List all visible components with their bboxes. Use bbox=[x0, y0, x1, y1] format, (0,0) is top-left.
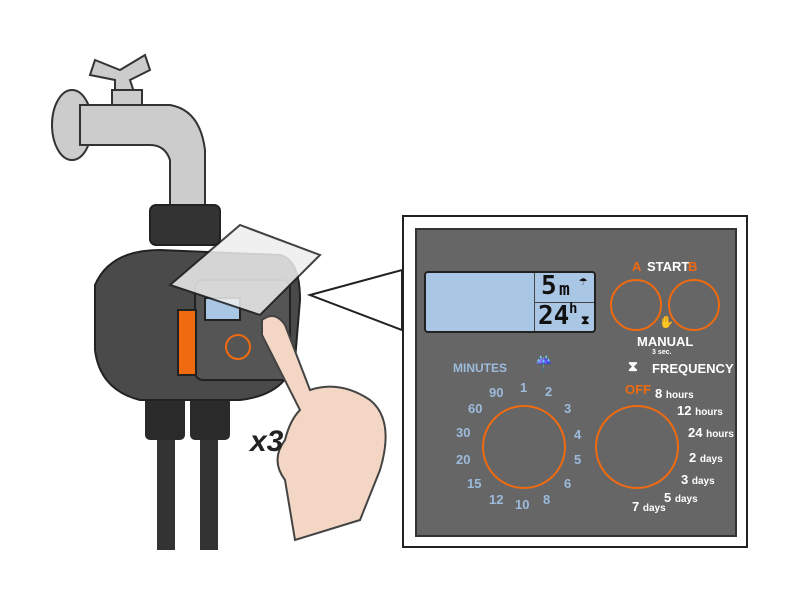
start-a-label: A bbox=[632, 259, 642, 274]
minutes-tick: 10 bbox=[515, 497, 530, 512]
minutes-tick: 8 bbox=[543, 492, 551, 507]
lcd-frequency-unit: h bbox=[569, 301, 578, 317]
minutes-tick: 5 bbox=[574, 452, 582, 467]
start-b-label: B bbox=[688, 259, 698, 274]
frequency-off-label: OFF bbox=[625, 382, 651, 397]
watering-can-icon: ☂ bbox=[579, 273, 588, 289]
frequency-tick: 3 days bbox=[681, 472, 715, 487]
start-label: START bbox=[647, 259, 690, 274]
lcd-frequency-value: 24 bbox=[538, 301, 570, 331]
frequency-tick: 2 days bbox=[689, 450, 723, 465]
hose-left bbox=[157, 420, 175, 550]
frequency-tick: 12 hours bbox=[677, 403, 723, 418]
pointing-hand-icon bbox=[261, 315, 387, 542]
frequency-label: FREQUENCY bbox=[652, 361, 734, 376]
minutes-dial[interactable] bbox=[482, 405, 566, 489]
start-b-button[interactable] bbox=[668, 279, 720, 331]
minutes-tick: 3 bbox=[564, 401, 572, 416]
watering-can-icon: ☔ bbox=[535, 355, 553, 371]
minutes-tick: 15 bbox=[467, 476, 482, 491]
start-a-button[interactable] bbox=[610, 279, 662, 331]
connector-right bbox=[190, 390, 230, 440]
minutes-label: MINUTES bbox=[453, 361, 507, 375]
lcd-duration-unit: m bbox=[559, 279, 570, 300]
minutes-tick: 90 bbox=[489, 385, 504, 400]
lcd-display: 5 m ☂ 24 h ⧗ bbox=[424, 271, 596, 333]
minutes-tick: 4 bbox=[574, 427, 582, 442]
minutes-tick: 60 bbox=[468, 401, 483, 416]
minutes-tick: 12 bbox=[489, 492, 504, 507]
frequency-tick: 7 days bbox=[632, 499, 666, 514]
hourglass-icon: ⧗ bbox=[628, 358, 638, 374]
manual-label: MANUAL bbox=[637, 334, 694, 349]
repeat-count-label: x3 bbox=[250, 425, 284, 458]
water-timer bbox=[94, 204, 322, 401]
manual-hold-label: 3 sec. bbox=[652, 349, 672, 356]
minutes-tick: 30 bbox=[456, 425, 471, 440]
minutes-tick: 6 bbox=[564, 476, 572, 491]
hand-icon: ✋ bbox=[659, 315, 674, 329]
hose-right bbox=[200, 420, 218, 550]
minutes-tick: 1 bbox=[520, 380, 528, 395]
frequency-tick: 24 hours bbox=[688, 425, 734, 440]
minutes-tick: 2 bbox=[545, 384, 553, 399]
frequency-dial[interactable] bbox=[595, 405, 679, 489]
lcd-duration-value: 5 bbox=[541, 271, 557, 301]
frequency-tick: 8 hours bbox=[655, 386, 694, 401]
callout-pointer bbox=[306, 268, 403, 332]
hourglass-icon: ⧗ bbox=[581, 313, 590, 327]
minutes-tick: 20 bbox=[456, 452, 471, 467]
frequency-tick: 5 days bbox=[664, 490, 698, 505]
connector-left bbox=[145, 390, 185, 440]
faucet-icon bbox=[51, 53, 206, 216]
